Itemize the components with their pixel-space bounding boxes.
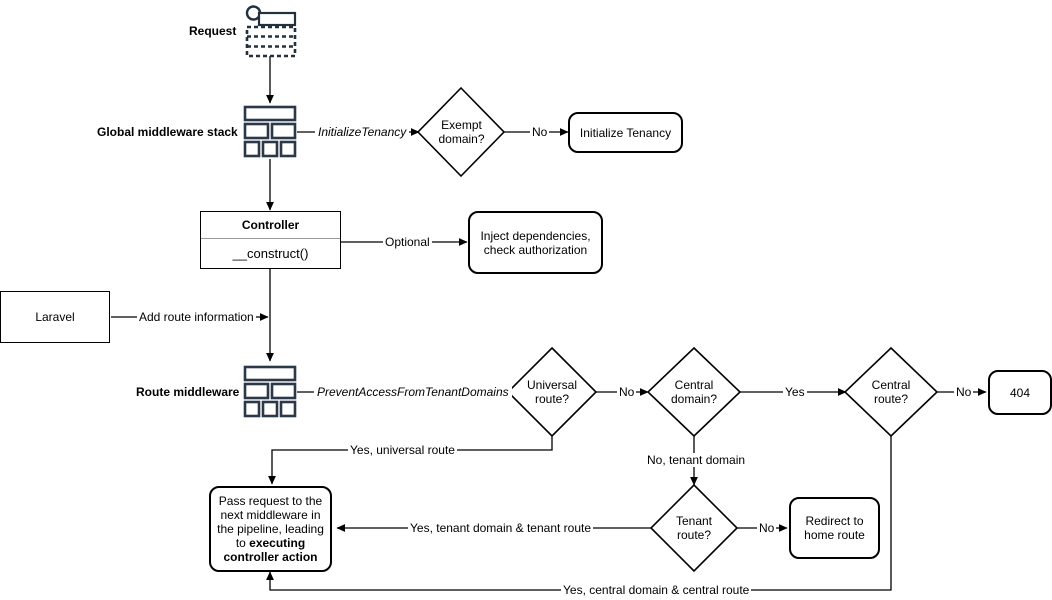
decision-central-domain-line2: domain? — [670, 392, 718, 406]
node-inject-dependencies-line2: check authorization — [483, 242, 588, 257]
node-pass-request-text: Pass request to the next middleware in t… — [217, 494, 324, 564]
stage-label-request: Request — [189, 24, 237, 38]
node-404-label: 404 — [1009, 385, 1031, 400]
node-pass-request-lead: Pass request to the next middleware in t… — [217, 494, 324, 550]
decision-universal-route[interactable]: Universal route? — [508, 348, 596, 436]
edge-label-universal-no: No — [617, 385, 637, 399]
node-inject-dependencies[interactable]: Inject dependencies, check authorization — [468, 211, 603, 274]
decision-exempt-domain-text: Exempt domain? — [418, 88, 505, 176]
decision-tenant-route-line1: Tenant — [675, 514, 713, 528]
edge-label-central-domain-yes: Yes — [783, 385, 807, 399]
node-controller-method: __construct() — [232, 246, 309, 261]
node-laravel-label: Laravel — [35, 310, 75, 324]
node-redirect-home-line2: home route — [804, 528, 865, 542]
decision-central-domain[interactable]: Central domain? — [648, 348, 740, 436]
decision-central-route-text: Central route? — [845, 348, 937, 436]
decision-central-route-line2: route? — [873, 392, 909, 406]
edge-label-add-route-information: Add route information — [137, 310, 256, 324]
edge-label-prevent-access-middleware: PreventAccessFromTenantDomains — [314, 385, 512, 399]
decision-central-domain-text: Central domain? — [648, 348, 740, 436]
node-inject-dependencies-line1: Inject dependencies, — [480, 228, 591, 243]
decision-central-route-line1: Central — [871, 378, 911, 392]
node-laravel[interactable]: Laravel — [0, 291, 110, 343]
stage-label-global-middleware-stack: Global middleware stack — [97, 125, 238, 139]
decision-tenant-route-line2: route? — [676, 528, 712, 542]
node-initialize-tenancy-label: Initialize Tenancy — [579, 125, 672, 140]
edge-label-yes-central-domain-central-route: Yes, central domain & central route — [561, 583, 752, 597]
node-redirect-home-route[interactable]: Redirect to home route — [789, 497, 880, 559]
edge-label-yes-tenant-domain-tenant-route: Yes, tenant domain & tenant route — [408, 521, 594, 535]
edge-label-optional: Optional — [383, 235, 432, 249]
decision-exempt-domain-line2: domain? — [438, 132, 485, 146]
decision-tenant-route-text: Tenant route? — [651, 485, 737, 571]
node-redirect-home-line1: Redirect to — [805, 514, 864, 528]
node-initialize-tenancy[interactable]: Initialize Tenancy — [568, 112, 683, 153]
edge-label-initialize-tenancy-middleware: InitializeTenancy — [315, 125, 410, 139]
node-404[interactable]: 404 — [988, 370, 1052, 415]
node-controller[interactable]: Controller __construct() — [200, 211, 341, 269]
node-pass-request[interactable]: Pass request to the next middleware in t… — [209, 486, 332, 572]
edge-label-central-route-no: No — [954, 385, 974, 399]
decision-exempt-domain-line1: Exempt — [441, 118, 482, 132]
middleware-stack-icon-route — [243, 365, 297, 418]
decision-exempt-domain[interactable]: Exempt domain? — [418, 88, 505, 176]
decision-central-domain-line1: Central — [674, 378, 714, 392]
decision-tenant-route[interactable]: Tenant route? — [651, 485, 737, 571]
stage-label-route-middleware: Route middleware — [136, 385, 240, 399]
decision-universal-route-text: Universal route? — [508, 348, 596, 436]
edge-label-yes-universal-route: Yes, universal route — [348, 443, 457, 457]
http-request-icon — [245, 5, 297, 58]
node-controller-title: Controller — [201, 212, 340, 239]
edge-label-exempt-no: No — [530, 125, 550, 139]
decision-universal-route-line1: Universal — [526, 378, 577, 392]
middleware-stack-icon-global — [243, 105, 297, 158]
decision-central-route[interactable]: Central route? — [845, 348, 937, 436]
edge-label-tenant-route-no: No — [757, 521, 777, 535]
edge-label-no-tenant-domain: No, tenant domain — [645, 453, 748, 467]
decision-universal-route-line2: route? — [534, 392, 569, 406]
node-pass-request-emphasis: executing controller action — [223, 536, 318, 564]
